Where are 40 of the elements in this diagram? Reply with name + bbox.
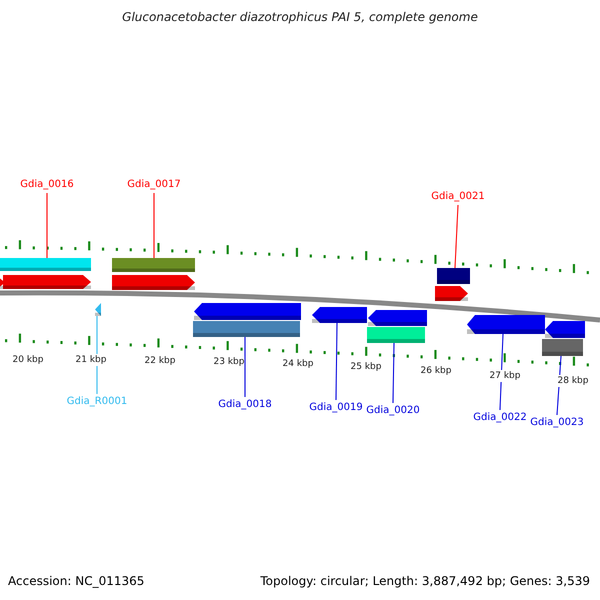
scale-label: 23 kbp <box>214 356 244 368</box>
feature-bar <box>193 321 300 337</box>
gene-feature <box>545 321 585 338</box>
footer-text: Topology: circular; Length: 3,887,492 bp; Genes: 3,539 <box>260 575 590 587</box>
feature-bar <box>0 258 91 271</box>
leader-line <box>244 336 246 398</box>
scale-label: 21 kbp <box>76 354 106 366</box>
scale-label: 28 kbp <box>558 375 588 387</box>
gene-label: Gdia_0022 <box>473 412 527 424</box>
gene-label: Gdia_0018 <box>218 399 272 411</box>
feature-bar <box>542 339 583 356</box>
feature-bar <box>367 327 425 343</box>
scale-label: 27 kbp <box>490 370 520 382</box>
gene-label: Gdia_0020 <box>366 405 420 417</box>
gene-feature <box>3 275 91 289</box>
leader-line <box>392 342 394 404</box>
scale-label: 25 kbp <box>350 361 382 373</box>
scale-label: 24 kbp <box>282 358 314 370</box>
gene-feature <box>194 303 301 320</box>
leader-line <box>46 192 48 258</box>
gene-label: Gdia_0016 <box>20 179 74 191</box>
feature-bar <box>112 258 195 272</box>
gene-feature <box>435 286 468 301</box>
scale-label: 22 kbp <box>144 355 176 367</box>
gene-feature <box>368 310 427 326</box>
feature-triangle <box>95 303 101 316</box>
leader-line <box>336 322 338 400</box>
gene-feature <box>312 307 367 323</box>
footer-text: Accession: NC_011365 <box>8 575 144 587</box>
gene-label: Gdia_0023 <box>530 417 584 429</box>
gene-feature <box>112 275 195 290</box>
scale-label: 26 kbp <box>420 365 452 377</box>
gene-label: Gdia_0017 <box>127 179 181 191</box>
title: Gluconacetobacter diazotrophicus PAI 5, complete genome <box>122 11 478 23</box>
scale-label: 20 kbp <box>12 354 44 366</box>
gene-label: Gdia_0019 <box>309 402 363 414</box>
feature-bar <box>437 268 470 284</box>
gene-label: Gdia_R0001 <box>66 396 128 408</box>
gene-label: Gdia_0021 <box>431 191 485 203</box>
leader-line <box>454 204 458 268</box>
